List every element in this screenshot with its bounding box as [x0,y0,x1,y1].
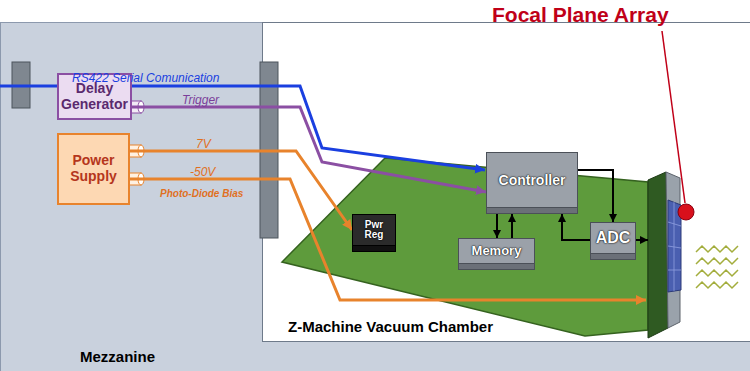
box-label: Power Supply [63,153,124,184]
radiation-waves [696,246,738,288]
chip-label: Pwr Reg [355,220,393,241]
chip-label: ADC [596,230,631,247]
region-label: Z-Machine Vacuum Chamber [288,318,493,335]
sensor-board [648,172,681,338]
label-slot: Focal Plane Array [492,3,669,27]
circuit-board [282,158,648,336]
chip: Memory [458,238,535,270]
signal-arrow [562,214,590,240]
signal-name: RS422 Serial Comunication [72,71,219,85]
label-slot: Trigger [182,90,219,108]
region-label: Mezzanine [80,348,155,365]
instrument-box: Power Supply [57,133,130,205]
signal-arrow [578,170,613,222]
chip: Controller [486,152,578,214]
signal-name: Trigger [182,93,219,107]
signal-name: Photo-Diode Bias [160,188,243,199]
chip-label: Controller [499,173,566,188]
signal-arrow [511,214,513,238]
box-label: Delay Generator [61,81,128,112]
label-slot: Photo-Diode Bias [160,183,243,201]
voltage-label: -50V [190,165,215,179]
signal-name: 7V [196,137,211,151]
chamber-ground [263,23,750,342]
chip: Pwr Reg [352,214,396,252]
label-slot: 7V [196,134,211,152]
label-slot: RS422 Serial Comunication [72,68,219,86]
leader-line [662,31,685,203]
chip: ADC [590,222,636,260]
data-arrow [636,239,648,241]
chamber-box: Z-Machine Vacuum Chamber ControllerPwr Re… [262,22,750,342]
label-slot: -50V [190,162,215,180]
signal-arrow [496,214,498,238]
callout-label: Focal Plane Array [492,3,669,26]
chip-label: Memory [472,244,522,258]
focal-marker [678,204,694,220]
signal-arrow [130,151,352,230]
